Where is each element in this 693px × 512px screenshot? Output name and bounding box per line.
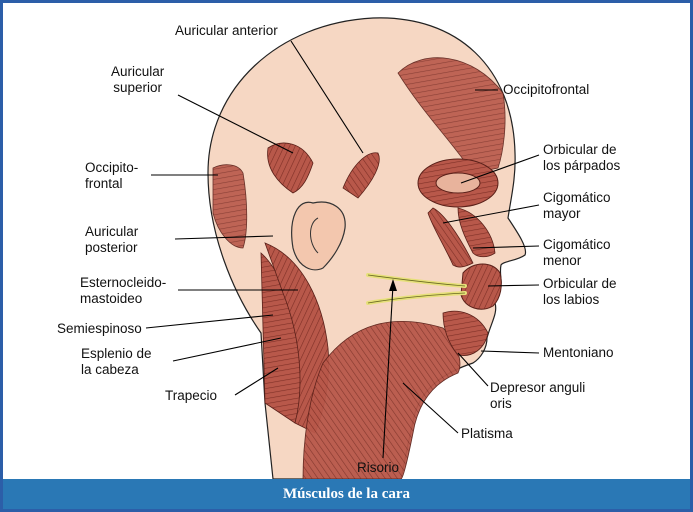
label-platisma: Platisma: [461, 426, 513, 442]
label-auricular-posterior: Auricular posterior: [85, 224, 138, 256]
label-depresor-anguli-oris: Depresor anguli oris: [490, 380, 585, 412]
label-semiespinoso: Semiespinoso: [57, 321, 142, 337]
label-mentoniano: Mentoniano: [543, 345, 614, 361]
orbicular-labios-muscle: [461, 264, 501, 309]
figure-caption: Músculos de la cara: [3, 479, 690, 509]
label-occipitofrontal: Occipitofrontal: [503, 82, 589, 98]
label-risorio: Risorio: [357, 460, 399, 476]
label-orbicular-parpados: Orbicular de los párpados: [543, 142, 620, 174]
label-esternocleidomastoideo: Esternocleido- mastoideo: [80, 275, 166, 307]
label-cigomatico-mayor: Cigomático mayor: [543, 190, 611, 222]
label-occipito-frontal: Occipito- frontal: [85, 160, 138, 192]
label-orbicular-labios: Orbicular de los labios: [543, 276, 617, 308]
label-esplenio: Esplenio de la cabeza: [81, 346, 152, 378]
label-auricular-superior: Auricular superior: [111, 64, 164, 96]
label-trapecio: Trapecio: [165, 388, 217, 404]
label-cigomatico-menor: Cigomático menor: [543, 237, 611, 269]
label-auricular-anterior: Auricular anterior: [175, 23, 278, 39]
